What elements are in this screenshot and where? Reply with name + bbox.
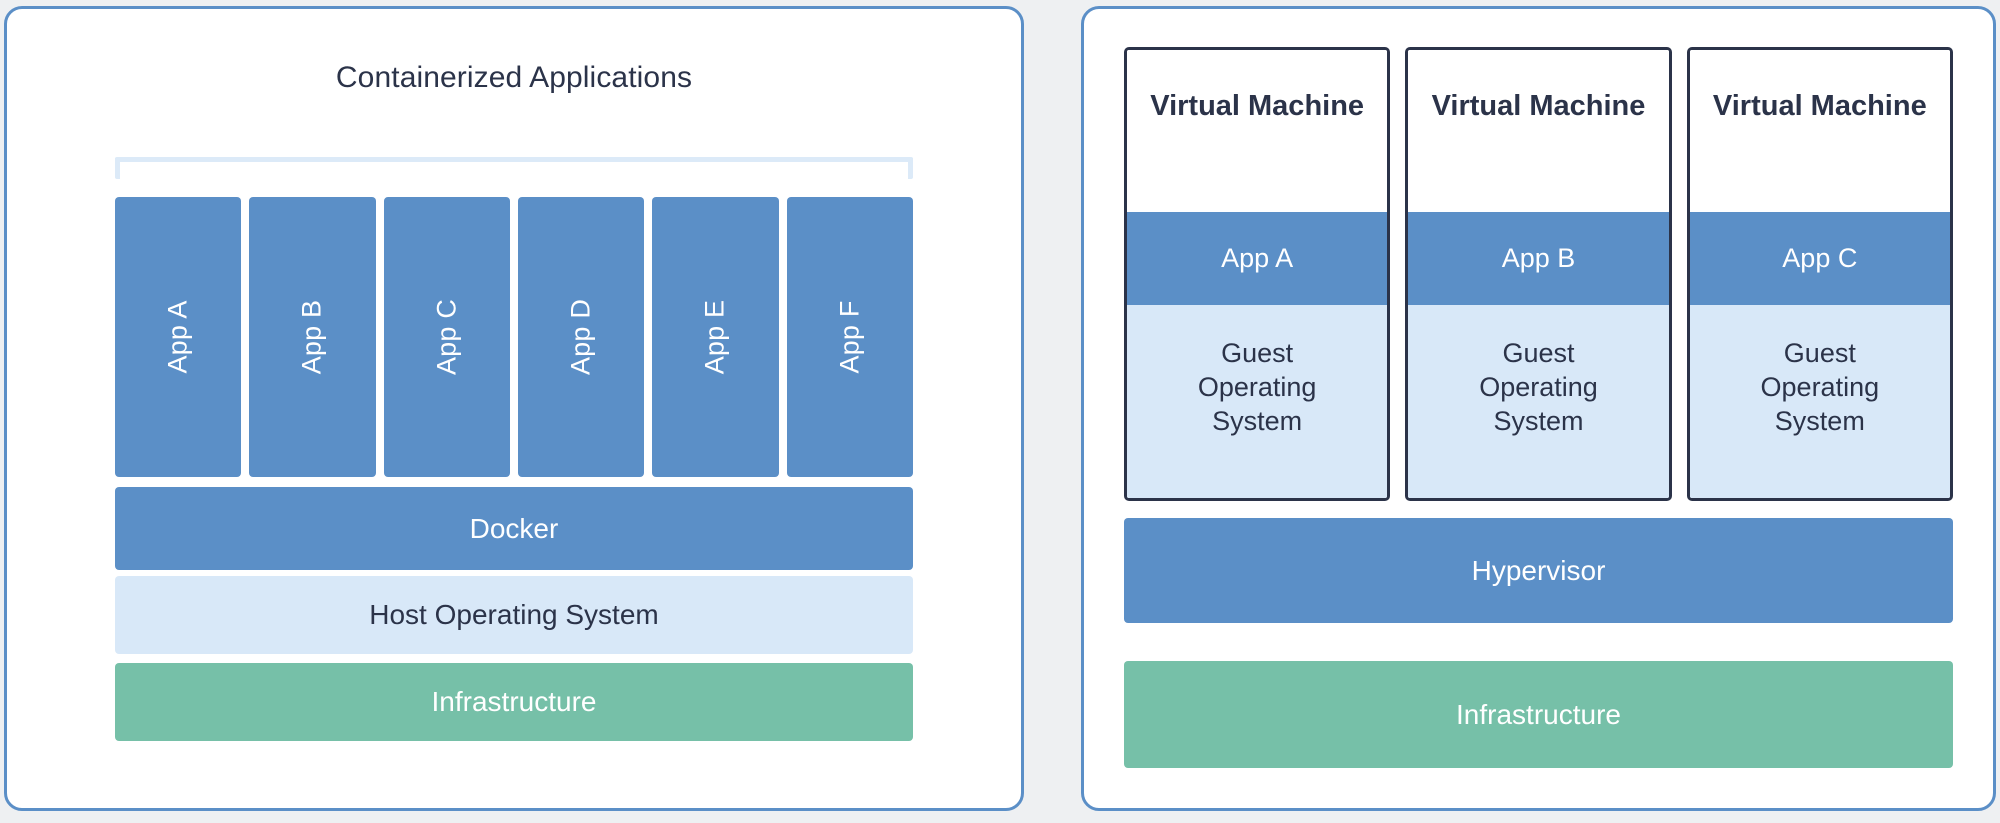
vm-app-layer: App B: [1408, 212, 1669, 305]
infrastructure-layer-vms: Infrastructure: [1124, 661, 1953, 768]
app-container-label: App E: [699, 299, 730, 375]
app-container-label: App D: [565, 298, 596, 376]
page-title: Containerized Applications: [335, 61, 693, 94]
app-container-b: App B: [249, 197, 376, 477]
app-container-label: App B: [296, 299, 327, 375]
app-container-label: App C: [431, 298, 462, 376]
vm-title: Virtual Machine: [1689, 50, 1950, 212]
app-container-c: App C: [383, 197, 510, 477]
app-container-e: App E: [652, 197, 779, 477]
hypervisor-layer: Hypervisor: [1124, 518, 1953, 623]
vm-app-layer: App A: [1127, 212, 1388, 305]
app-containers-row: App A App B App C App D App E App F: [115, 197, 913, 477]
app-container-label: App F: [834, 300, 865, 374]
vm-title: Virtual Machine: [1127, 50, 1388, 212]
host-operating-system-layer: Host Operating System: [115, 576, 913, 654]
app-container-a: App A: [115, 197, 242, 477]
containerized-applications-panel: Containerized Applications App A App B A…: [4, 6, 1024, 811]
app-container-f: App F: [786, 197, 913, 477]
infrastructure-layer-containers: Infrastructure: [115, 663, 913, 741]
containers-grouping-bracket: [115, 157, 913, 179]
app-container-d: App D: [517, 197, 645, 477]
containers-content: Containerized Applications App A App B A…: [115, 9, 913, 808]
app-container-label: App A: [162, 300, 193, 374]
docker-layer: Docker: [115, 487, 913, 570]
vm-title: Virtual Machine: [1408, 50, 1669, 212]
vm-app-layer: App C: [1689, 212, 1950, 305]
